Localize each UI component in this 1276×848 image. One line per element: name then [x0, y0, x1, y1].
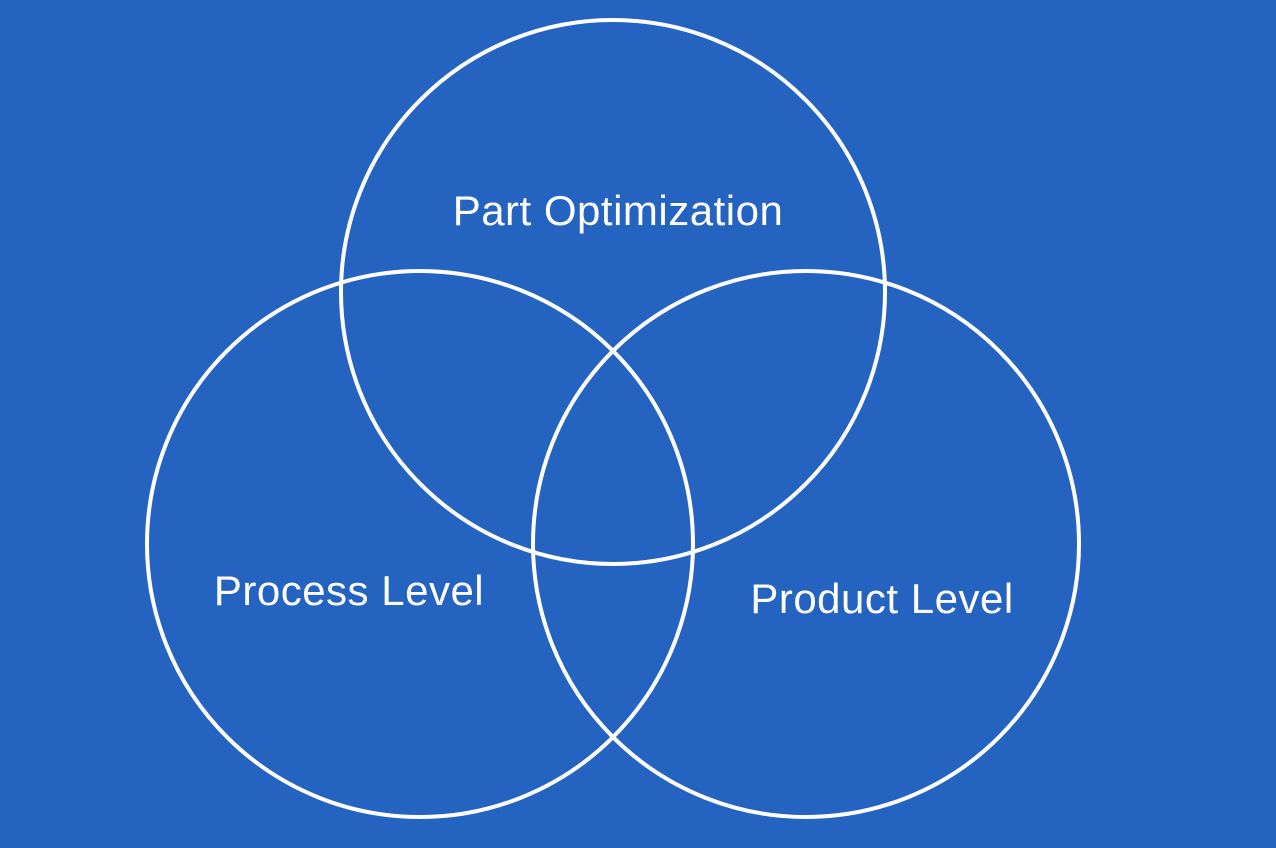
- label-part-optimization: Part Optimization: [453, 187, 784, 234]
- circle-process-level: [145, 269, 695, 819]
- circle-part-optimization: [339, 18, 887, 566]
- circle-product-level: [531, 269, 1081, 819]
- label-product-level: Product Level: [750, 575, 1013, 622]
- label-process-level: Process Level: [214, 567, 484, 614]
